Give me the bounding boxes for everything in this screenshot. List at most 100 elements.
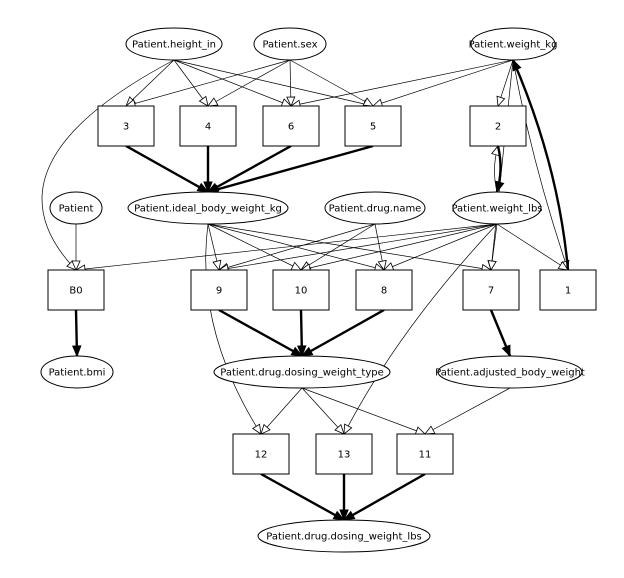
input-edge-sex-to-r4 (207, 59, 291, 107)
input-edge-weight_lbs-to-rB0 (75, 223, 498, 271)
input-edge-sex-to-r5 (289, 59, 374, 107)
arrowhead (198, 95, 209, 107)
variable-label: Patient.ideal_body_weight_kg (134, 204, 282, 215)
arrowhead (512, 58, 522, 72)
input-edge-weight_lbs-to-r1 (496, 223, 569, 271)
input-edge-weight_kg-to-r7 (490, 59, 514, 271)
arrowhead (495, 180, 505, 194)
arrowhead (334, 423, 345, 435)
variable-node-weight-kg: Patient.weight_kg (469, 27, 558, 61)
arrowhead (290, 346, 304, 357)
arrowhead (297, 345, 307, 358)
variable-ellipse (257, 519, 431, 553)
input-edge-weight_lbs-to-r13 (343, 223, 498, 435)
input-edge-sex-to-r3 (125, 59, 291, 107)
input-edge-drug_name-to-r10 (300, 223, 376, 271)
arrowhead (362, 97, 374, 107)
rule-label: 8 (381, 286, 387, 297)
arrowhead (260, 423, 271, 435)
rule-label: 3 (123, 122, 129, 133)
variable-label: Patient.bmi (49, 368, 106, 379)
rule-node-13: 13 (315, 433, 373, 475)
variable-node-ideal-body-weight-kg: Patient.ideal_body_weight_kg (127, 191, 289, 225)
variable-ellipse (213, 355, 391, 389)
variable-node-adjusted-body-weight: Patient.adjusted_body_weight (435, 355, 585, 389)
rule-node-5: 5 (344, 105, 402, 147)
rule-label: 5 (370, 122, 376, 133)
input-edge-height_in-to-rB0 (41, 59, 175, 271)
input-edge-height_in-to-r5 (173, 59, 374, 107)
variable-node-dosing-weight-lbs: Patient.drug.dosing_weight_lbs (257, 519, 431, 553)
variable-label: Patient.drug.dosing_weight_lbs (266, 532, 422, 543)
variable-node-height-in: Patient.height_in (125, 27, 223, 61)
variable-ellipse (324, 191, 426, 225)
input-edge-weight_lbs-to-r8 (383, 223, 498, 271)
rule-node-12: 12 (232, 433, 290, 475)
output-edge-r1-to-weight_kg (511, 59, 570, 271)
output-edge-r6-to-ideal_body_weight_kg (207, 144, 292, 194)
rule-box (262, 105, 320, 147)
variable-label: Patient (59, 204, 94, 215)
rule-label: 6 (288, 122, 294, 133)
variable-ellipse (470, 27, 556, 61)
graph-nodes: Patient.height_in Patient.sex Patient.weig… (40, 27, 597, 553)
variable-label: Patient.drug.dosing_weight_type (220, 368, 384, 379)
variable-node-patient: Patient (49, 191, 103, 225)
rule-box (97, 105, 155, 147)
rule-box (462, 269, 520, 311)
variable-ellipse (49, 191, 103, 225)
rule-node-8: 8 (355, 269, 413, 311)
arrowhead (286, 96, 296, 107)
rule-label: 2 (495, 122, 501, 133)
input-edge-weight_kg-to-r6 (290, 59, 514, 107)
output-edge-r3-to-ideal_body_weight_kg (125, 144, 209, 194)
rule-node-6: 6 (262, 105, 320, 147)
arrowhead (300, 346, 314, 357)
input-edge-ideal_body_weight_kg-to-r12 (205, 223, 262, 435)
input-edge-weight_lbs-to-r9 (218, 223, 498, 271)
rule-box (355, 269, 413, 311)
arrowhead (71, 260, 81, 271)
arrowhead (203, 181, 213, 194)
input-edge-ideal_body_weight_kg-to-r10 (207, 223, 302, 271)
rule-label: 9 (216, 286, 222, 297)
variable-label: Patient.sex (262, 40, 317, 51)
variable-label: Patient.height_in (132, 40, 216, 51)
rule-label: B0 (69, 286, 82, 297)
output-edge-r9-to-dosing_weight_type (218, 308, 303, 358)
arrowhead (424, 425, 436, 435)
variable-label: Patient.weight_kg (469, 40, 558, 51)
rule-label: 12 (255, 450, 268, 461)
variable-node-bmi: Patient.bmi (40, 355, 114, 389)
variable-ellipse (40, 355, 114, 389)
arrowhead (290, 261, 302, 271)
input-edge-weight_kg-to-r5 (372, 59, 514, 107)
rule-node-7: 7 (462, 269, 520, 311)
output-edge-r12-to-dosing_weight_lbs (260, 472, 345, 522)
arrowhead (343, 423, 353, 435)
rule-node-4: 4 (179, 105, 237, 147)
arrowhead (72, 345, 82, 358)
input-edge-weight_kg-to-r1 (512, 59, 569, 271)
rule-box (190, 269, 248, 311)
arrowhead (496, 95, 506, 107)
rule-label: 4 (205, 122, 211, 133)
input-edge-dosing_weight_type-to-r11 (301, 387, 426, 435)
input-edge-drug_name-to-r9 (218, 223, 376, 271)
rule-box (539, 269, 597, 311)
rule-node-2: 2 (469, 105, 527, 147)
variable-node-dosing-weight-type: Patient.drug.dosing_weight_type (213, 355, 391, 389)
rule-box (272, 269, 330, 311)
variable-ellipse (452, 191, 542, 225)
variable-label: Patient.adjusted_body_weight (435, 368, 585, 379)
output-edge-r8-to-dosing_weight_type (301, 308, 385, 358)
rule-label: 1 (565, 286, 571, 297)
arrowhead (207, 97, 219, 107)
rule-node-10: 10 (272, 269, 330, 311)
arrowhead (212, 259, 222, 271)
variable-node-sex: Patient.sex (253, 27, 327, 61)
rule-node-3: 3 (97, 105, 155, 147)
arrowhead (339, 509, 349, 522)
variable-ellipse (127, 191, 289, 225)
